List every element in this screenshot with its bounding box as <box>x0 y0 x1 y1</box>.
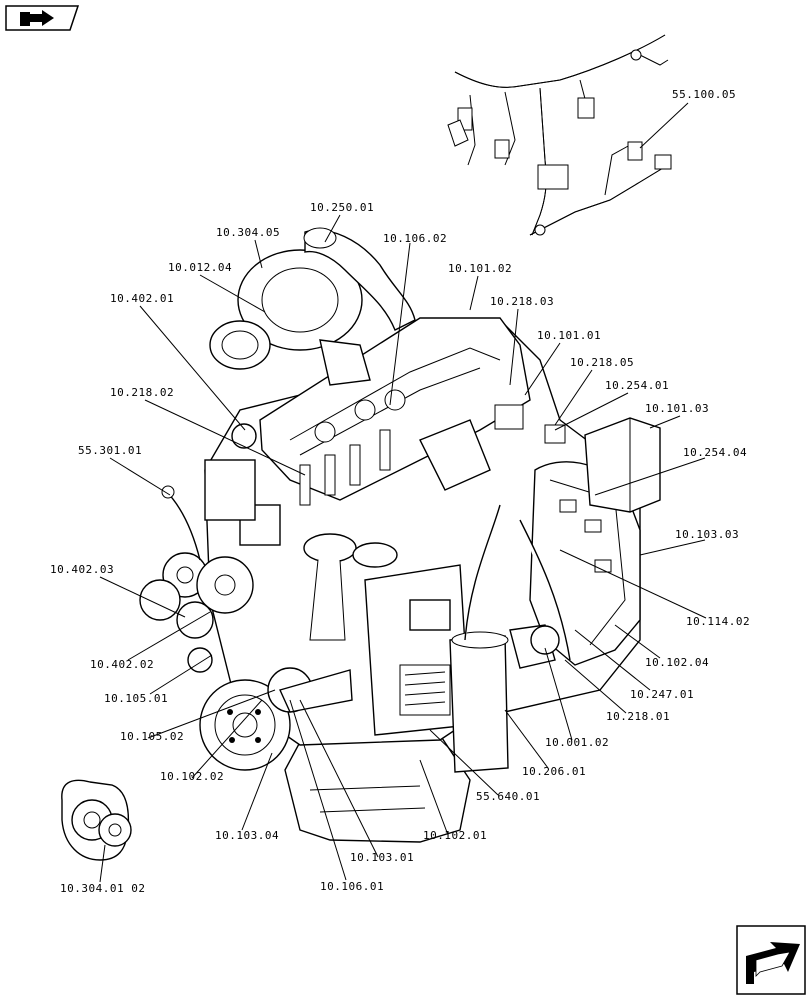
callout-55-301-01[interactable]: 55.301.01 <box>78 444 142 457</box>
callout-10-402-02[interactable]: 10.402.02 <box>90 658 154 671</box>
callout-10-304-05[interactable]: 10.304.05 <box>216 226 280 239</box>
callout-10-105-01[interactable]: 10.105.01 <box>104 692 168 705</box>
callout-10-402-01[interactable]: 10.402.01 <box>110 292 174 305</box>
callout-10-101-03[interactable]: 10.101.03 <box>645 402 709 415</box>
callout-10-106-01[interactable]: 10.106.01 <box>320 880 384 893</box>
callout-10-103-03[interactable]: 10.103.03 <box>675 528 739 541</box>
callout-10-102-02[interactable]: 10.102.02 <box>160 770 224 783</box>
callout-10-254-04[interactable]: 10.254.04 <box>683 446 747 459</box>
callout-10-247-01[interactable]: 10.247.01 <box>630 688 694 701</box>
callout-10-012-04[interactable]: 10.012.04 <box>168 261 232 274</box>
callout-10-102-04[interactable]: 10.102.04 <box>645 656 709 669</box>
callout-10-101-02[interactable]: 10.101.02 <box>448 262 512 275</box>
callout-10-218-01[interactable]: 10.218.01 <box>606 710 670 723</box>
callout-10-101-01[interactable]: 10.101.01 <box>537 329 601 342</box>
callout-10-218-02[interactable]: 10.218.02 <box>110 386 174 399</box>
callout-10-102-01[interactable]: 10.102.01 <box>423 829 487 842</box>
callout-10-250-01[interactable]: 10.250.01 <box>310 201 374 214</box>
callout-10-105-02[interactable]: 10.105.02 <box>120 730 184 743</box>
callout-labels: 55.100.05 10.250.01 10.304.05 10.106.02 … <box>50 88 750 895</box>
callout-10-218-03[interactable]: 10.218.03 <box>490 295 554 308</box>
wiring-harness <box>447 34 672 236</box>
callout-10-103-01[interactable]: 10.103.01 <box>350 851 414 864</box>
callout-10-114-02[interactable]: 10.114.02 <box>686 615 750 628</box>
leader-lines <box>99 102 707 883</box>
oil-pump <box>61 779 132 861</box>
book-arrow-icon[interactable] <box>5 5 80 31</box>
callout-55-640-01[interactable]: 55.640.01 <box>476 790 540 803</box>
callout-10-402-03[interactable]: 10.402.03 <box>50 563 114 576</box>
callout-10-218-05[interactable]: 10.218.05 <box>570 356 634 369</box>
callout-55-100-05[interactable]: 55.100.05 <box>672 88 736 101</box>
engine-assembly <box>139 227 661 843</box>
callout-10-206-01[interactable]: 10.206.01 <box>522 765 586 778</box>
callout-10-254-01[interactable]: 10.254.01 <box>605 379 669 392</box>
callout-10-001-02[interactable]: 10.001.02 <box>545 736 609 749</box>
callout-10-106-02[interactable]: 10.106.02 <box>383 232 447 245</box>
callout-10-103-04[interactable]: 10.103.04 <box>215 829 279 842</box>
next-page-arrow-icon[interactable] <box>736 925 806 995</box>
callout-10-304-01-02[interactable]: 10.304.01 02 <box>60 882 145 895</box>
